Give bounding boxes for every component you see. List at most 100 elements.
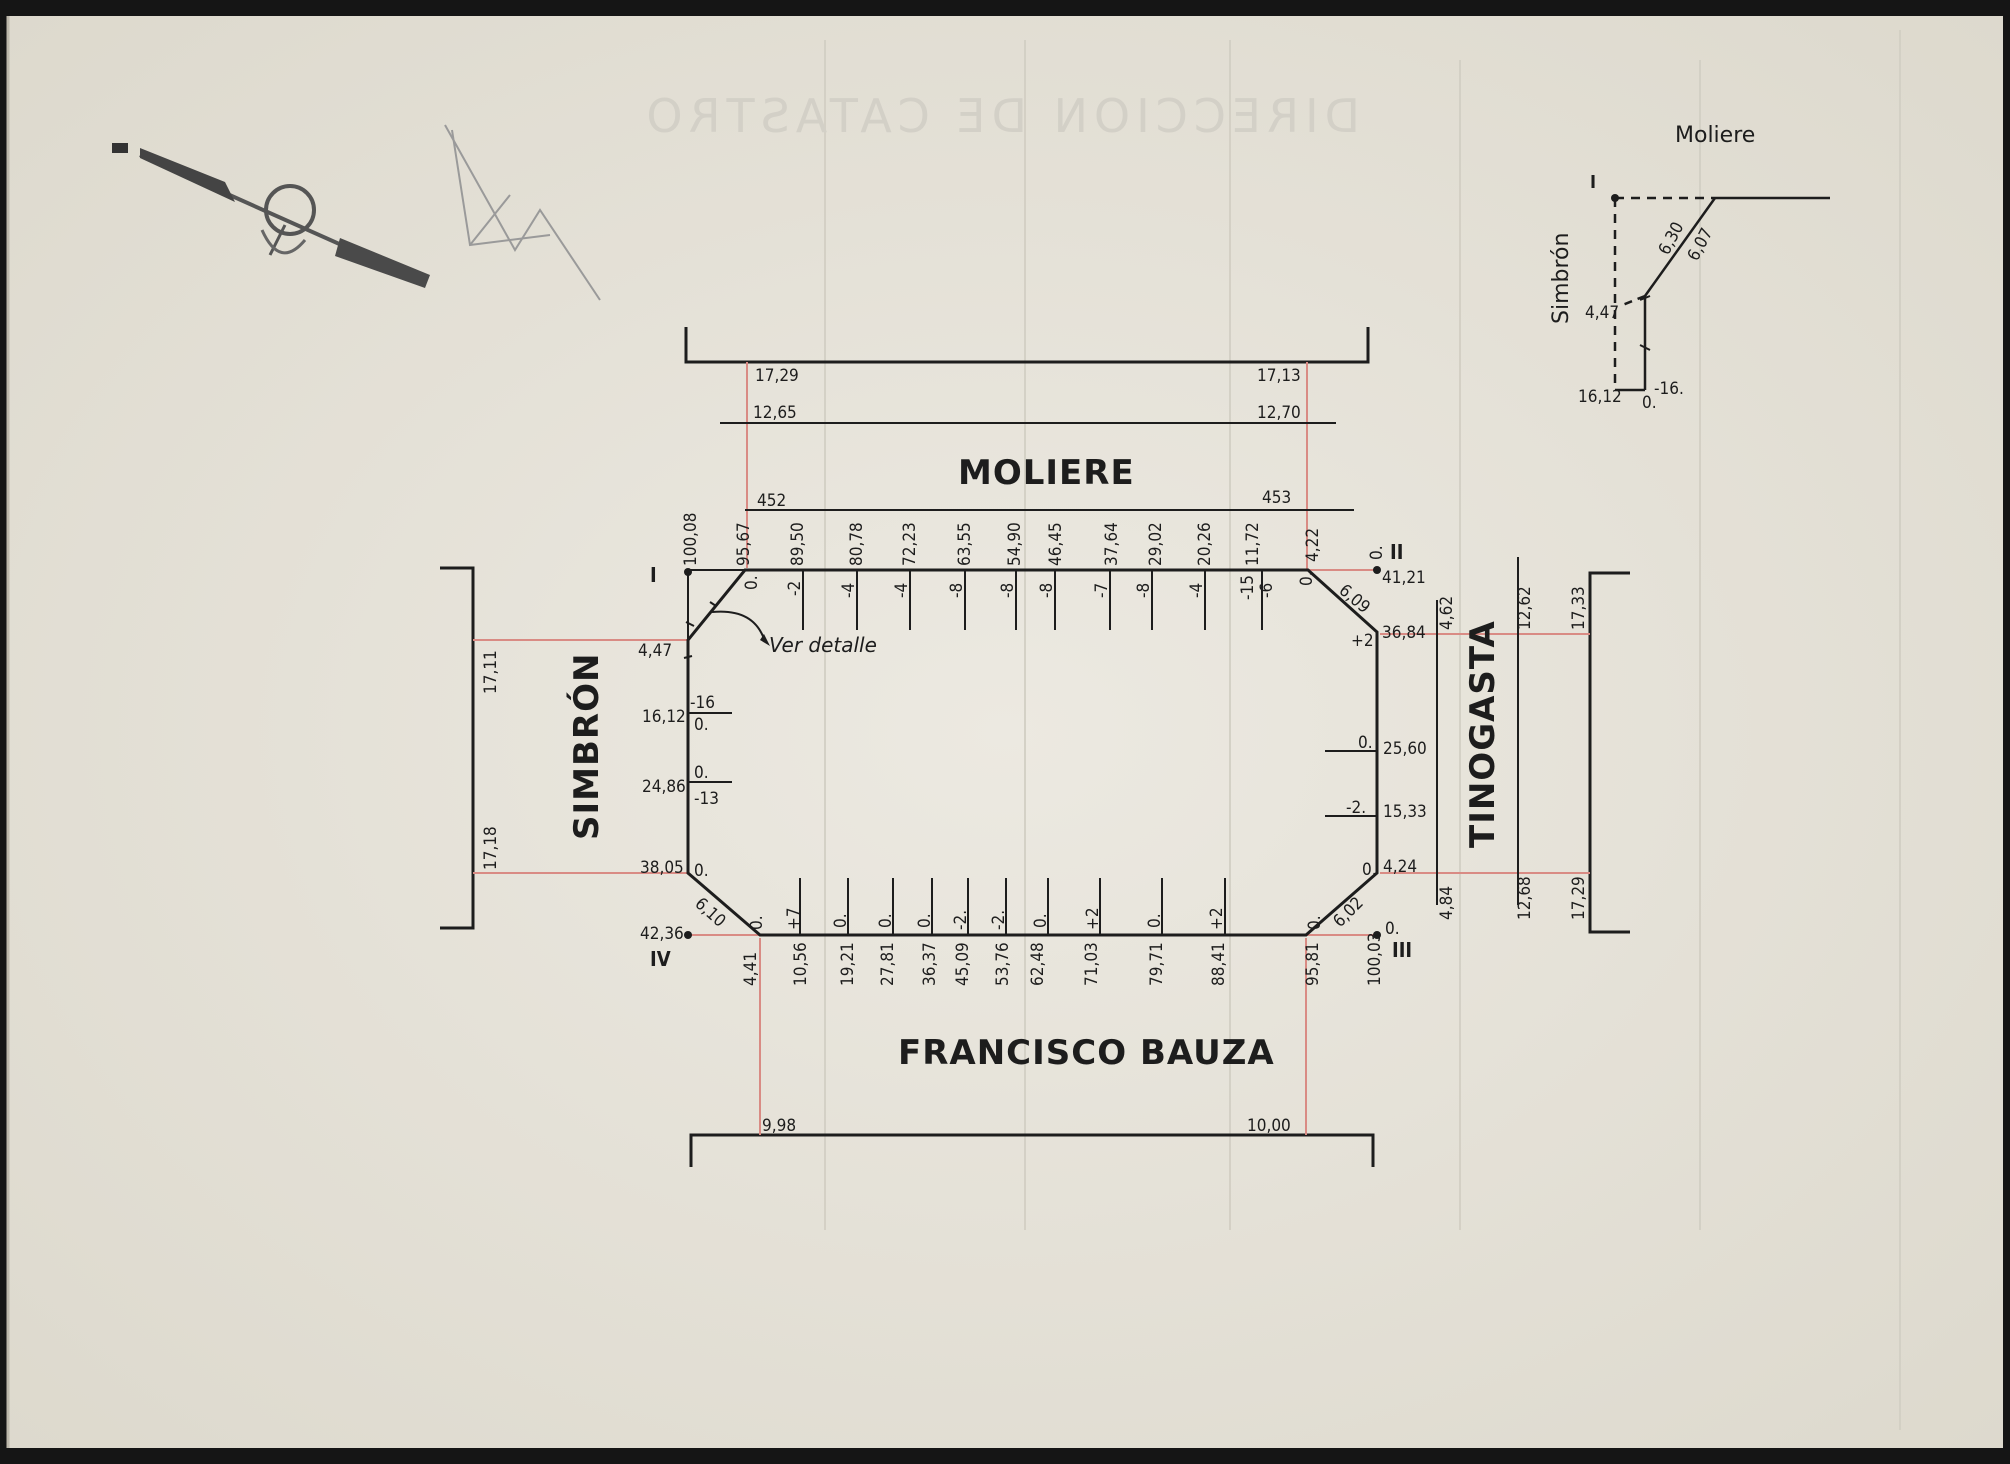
level-reading: 0. (1297, 571, 1317, 586)
block-plan: MOLIERE FRANCISCO BAUZA SIMBRÓN TINOGAST… (440, 327, 1630, 1167)
level-reading: -2 (785, 581, 805, 596)
level-reading: -8 (998, 583, 1018, 598)
detail-dim: -16. (1654, 379, 1684, 399)
level-reading: 0. (1305, 915, 1325, 930)
east-width-lower-b: 12,68 (1515, 876, 1535, 920)
detail-note: Ver detalle (769, 633, 877, 657)
north-progressive: 89,50 (788, 522, 808, 566)
street-name-moliere: MOLIERE (958, 453, 1135, 493)
level-reading: -15 (1238, 575, 1258, 600)
south-progressive: 53,76 (993, 942, 1013, 986)
level-reading: 0. (747, 915, 767, 930)
level-reading: 0. (831, 913, 851, 928)
south-progressive: 79,71 (1147, 942, 1167, 986)
level-reading: 0. (1145, 913, 1165, 928)
west-progressive: 42,36 (640, 924, 684, 944)
vertex-label-i: I (650, 563, 657, 587)
south-width-left: 9,98 (762, 1116, 796, 1136)
pencil-scribble (444, 124, 601, 301)
east-progressives: 41,21 36,84 25,60 15,33 4,24 100,03 (1365, 568, 1427, 986)
level-reading: 0. (694, 861, 709, 881)
level-reading: 0. (1362, 860, 1377, 880)
east-width-upper-b: 12,62 (1515, 586, 1535, 630)
street-name-simbron: SIMBRÓN (566, 653, 607, 840)
level-reading: 0. (694, 715, 709, 735)
south-progressive: 62,48 (1028, 942, 1048, 986)
north-arrow-icon (112, 143, 430, 288)
level-reading: -2. (951, 910, 971, 930)
south-progressive: 27,81 (878, 942, 898, 986)
detail-street-moliere: Moliere (1675, 123, 1755, 148)
north-progressive: 63,55 (955, 522, 975, 566)
north-levels: 0. -2 -4 -4 -8 -8 -8 -7 -8 -4 -15 -6 0. … (742, 545, 1387, 600)
vertex-label-ii: II (1390, 540, 1403, 564)
level-reading: -4 (892, 583, 912, 598)
level-reading: -7 (1092, 583, 1112, 598)
east-width-upper-a: 4,62 (1437, 596, 1457, 630)
east-progressive: 41,21 (1382, 568, 1426, 588)
street-name-francisco-bauza: FRANCISCO BAUZA (898, 1033, 1275, 1073)
level-reading: -2. (1346, 798, 1366, 818)
north-progressive: 11,72 (1243, 522, 1263, 566)
west-progressive: 16,12 (642, 707, 686, 727)
level-reading: 0. (1367, 545, 1387, 560)
north-progressive: 20,26 (1195, 522, 1215, 566)
south-width-right: 10,00 (1247, 1116, 1291, 1136)
level-reading: 0. (1385, 919, 1400, 939)
vertex-label-iv: IV (650, 947, 671, 971)
south-progressive: 4,41 (741, 952, 761, 986)
north-progressive: 37,64 (1102, 522, 1122, 566)
east-width-lower-a: 4,84 (1437, 886, 1457, 920)
level-reading: -4 (1187, 583, 1207, 598)
south-progressives: 4,41 10,56 19,21 27,81 36,37 45,09 53,76… (741, 942, 1323, 986)
south-progressive: 88,41 (1209, 942, 1229, 986)
level-reading: -4 (839, 583, 859, 598)
south-progressive: 95,81 (1303, 942, 1323, 986)
west-width-lower: 17,18 (481, 826, 501, 870)
west-width-upper: 17,11 (481, 650, 501, 694)
north-progressives: 100,08 95,67 89,50 80,78 72,23 63,55 54,… (681, 513, 1323, 567)
west-progressives: 4,47 16,12 24,86 38,05 42,36 (638, 641, 686, 944)
level-reading: +2 (1207, 907, 1227, 930)
level-reading: 0. (915, 913, 935, 928)
south-progressive: 10,56 (791, 942, 811, 986)
level-reading: -13 (694, 789, 719, 809)
detail-vertex-label: I (1590, 172, 1596, 193)
vertex-label-iii: III (1392, 938, 1412, 962)
level-reading: -8 (1037, 583, 1057, 598)
level-reading: -8 (947, 583, 967, 598)
detail-street-simbron: Simbrón (1549, 233, 1574, 324)
north-progressive: 46,45 (1046, 522, 1066, 566)
east-progressive: 4,24 (1383, 857, 1417, 877)
north-progressive: 54,90 (1005, 522, 1025, 566)
block-outline (686, 568, 1379, 937)
east-width-upper-c: 17,33 (1569, 586, 1589, 630)
north-progressive: 4,22 (1303, 528, 1323, 562)
south-progressive: 71,03 (1082, 942, 1102, 986)
north-width-right-inner: 453 (1262, 488, 1291, 508)
level-reading: 0. (694, 763, 709, 783)
level-reading: +2 (1083, 907, 1103, 930)
level-reading: 0. (876, 913, 896, 928)
north-width-left-outer: 17,29 (755, 366, 799, 386)
north-width-left-mid: 12,65 (753, 403, 797, 423)
south-progressive: 36,37 (920, 942, 940, 986)
level-reading: 0. (742, 575, 762, 590)
level-reading: 0. (1031, 913, 1051, 928)
north-progressive: 72,23 (900, 522, 920, 566)
level-reading: -8 (1134, 583, 1154, 598)
north-width-right-outer: 17,13 (1257, 366, 1301, 386)
south-levels: 0. +7 0. 0. 0. -2. -2. 0. +2 0. +2 0. (747, 907, 1325, 930)
north-width-right-mid: 12,70 (1257, 403, 1301, 423)
south-progressive: 19,21 (838, 942, 858, 986)
east-progressive: 25,60 (1383, 739, 1427, 759)
detail-callout: Ver detalle (711, 610, 877, 657)
west-progressive: 4,47 (638, 641, 672, 661)
north-progressive: 100,08 (681, 513, 701, 567)
level-reading: -2. (989, 910, 1009, 930)
east-progressive: 100,03 (1365, 933, 1385, 987)
watermark: DIRECCION DE CATASTRO (640, 89, 1360, 143)
level-reading: -6 (1257, 583, 1277, 598)
level-reading: -16 (690, 693, 715, 713)
